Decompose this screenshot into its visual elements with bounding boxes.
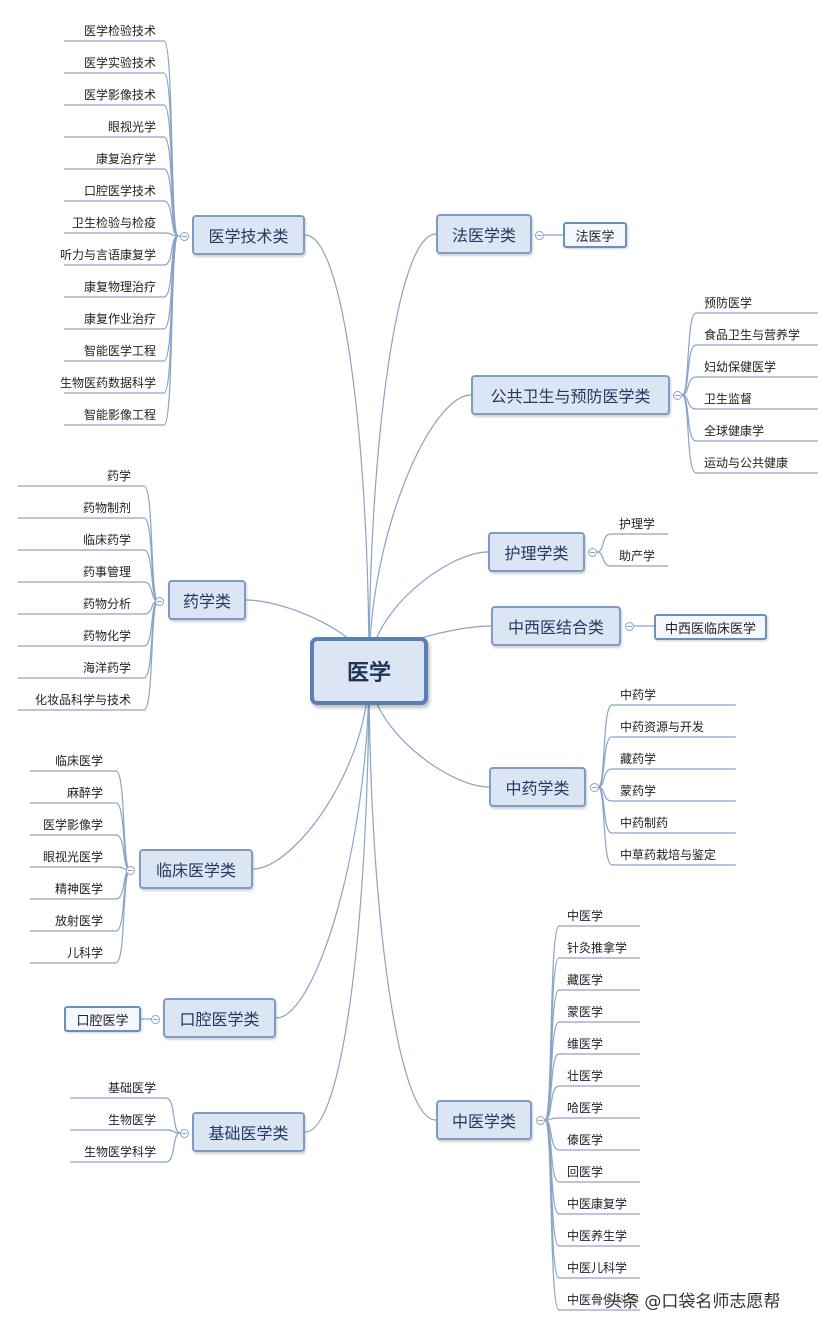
leaf-chinese-medicine[interactable]: 中医学 [567, 909, 604, 923]
leaf-medicinal-chemistry[interactable]: 药物化学 [82, 629, 131, 643]
leaf-dai-medicine[interactable]: 傣医学 [567, 1133, 604, 1147]
leaf-acupuncture-tuina[interactable]: 针灸推拿学 [567, 941, 628, 955]
collapse-toggle-icon[interactable] [625, 622, 634, 631]
leaf-midwifery[interactable]: 助产学 [619, 549, 656, 563]
leaf-intelligent-imaging-engineering[interactable]: 智能影像工程 [83, 408, 156, 422]
category-node-medical-technology[interactable]: 医学技术类 [192, 215, 305, 255]
leaf-food-hygiene-nutrition[interactable]: 食品卫生与营养学 [704, 328, 801, 342]
leaf-tcm-rehabilitation[interactable]: 中医康复学 [567, 1197, 628, 1211]
leaf-intelligent-medical-engineering[interactable]: 智能医学工程 [83, 344, 156, 358]
collapse-toggle-icon[interactable] [536, 1116, 545, 1125]
leaf-tcm-orthopedics[interactable]: 中医骨伤科学 [567, 1293, 640, 1307]
category-node-integrated-medicine[interactable]: 中西医结合类 [491, 606, 621, 646]
category-node-chinese-pharmacy[interactable]: 中药学类 [489, 767, 586, 807]
leaf-zhuang-medicine[interactable]: 壮医学 [567, 1069, 604, 1083]
leaf-tibetan-pharmacy[interactable]: 藏药学 [620, 752, 657, 766]
leaf-audiology-speech[interactable]: 听力与言语康复学 [59, 248, 156, 262]
leaf-uyghur-medicine[interactable]: 维医学 [567, 1037, 604, 1051]
collapse-toggle-icon[interactable] [588, 548, 597, 557]
category-node-public-health[interactable]: 公共卫生与预防医学类 [471, 375, 670, 415]
leaf-maternal-child-health[interactable]: 妇幼保健医学 [704, 360, 777, 374]
leaf-mongolian-pharmacy[interactable]: 蒙药学 [620, 784, 657, 798]
leaf-chinese-pharmacy[interactable]: 中药学 [620, 688, 657, 702]
collapse-toggle-icon[interactable] [590, 783, 599, 792]
leaf-clinical-pharmacy[interactable]: 临床药学 [82, 533, 131, 547]
category-node-clinical-medicine[interactable]: 临床医学类 [139, 849, 253, 889]
leaf-biomedical-data-science[interactable]: 生物医药数据科学 [59, 376, 156, 390]
leaf-clinical-medicine[interactable]: 临床医学 [54, 754, 103, 768]
leaf-tcm-resources[interactable]: 中药资源与开发 [620, 720, 705, 734]
leaf-nursing[interactable]: 护理学 [619, 517, 656, 531]
leaf-medical-experiment-technology[interactable]: 医学实验技术 [83, 56, 156, 70]
leaf-cosmetics-science[interactable]: 化妆品科学与技术 [34, 693, 131, 707]
leaf-preventive-medicine[interactable]: 预防医学 [704, 296, 753, 310]
leaf-box-forensic-medicine[interactable]: 法医学 [563, 222, 627, 248]
leaf-pediatrics[interactable]: 儿科学 [66, 946, 103, 960]
leaf-radiation-medicine[interactable]: 放射医学 [54, 914, 103, 928]
leaf-tcm-pediatrics[interactable]: 中医儿科学 [567, 1261, 628, 1275]
leaf-rehabilitation-therapy[interactable]: 康复治疗学 [95, 152, 156, 166]
leaf-medical-lab-technology[interactable]: 医学检验技术 [83, 24, 156, 38]
leaf-psychiatry[interactable]: 精神医学 [54, 882, 103, 896]
leaf-anesthesiology[interactable]: 麻醉学 [66, 786, 103, 800]
watermark: 头条 @口袋名师志愿帮 [605, 1292, 781, 1312]
leaf-biomedical-science[interactable]: 生物医学科学 [83, 1145, 156, 1159]
leaf-pharmacy-administration[interactable]: 药事管理 [82, 565, 131, 579]
leaf-kazakh-medicine[interactable]: 哈医学 [567, 1101, 604, 1115]
leaf-biomedicine[interactable]: 生物医学 [107, 1113, 156, 1127]
category-node-basic-medicine[interactable]: 基础医学类 [192, 1112, 305, 1152]
leaf-pharmacy[interactable]: 药学 [106, 469, 131, 483]
leaf-tibetan-medicine[interactable]: 藏医学 [567, 973, 604, 987]
leaf-optometry[interactable]: 眼视光学 [107, 120, 156, 134]
leaf-box-integrated-clinical[interactable]: 中西医临床医学 [654, 614, 767, 640]
leaf-hui-medicine[interactable]: 回医学 [567, 1165, 604, 1179]
leaf-mongolian-medicine[interactable]: 蒙医学 [567, 1005, 604, 1019]
leaf-health-supervision[interactable]: 卫生监督 [704, 392, 753, 406]
category-node-forensic-medicine[interactable]: 法医学类 [436, 214, 532, 254]
collapse-toggle-icon[interactable] [180, 232, 189, 241]
leaf-global-health[interactable]: 全球健康学 [704, 424, 765, 438]
category-node-stomatology[interactable]: 口腔医学类 [163, 998, 276, 1038]
leaf-tcm-health-preservation[interactable]: 中医养生学 [567, 1229, 628, 1243]
leaf-pharmaceutics[interactable]: 药物制剂 [82, 501, 131, 515]
leaf-basic-medicine[interactable]: 基础医学 [107, 1081, 156, 1095]
leaf-medical-imaging-technology[interactable]: 医学影像技术 [83, 88, 156, 102]
leaf-physical-therapy[interactable]: 康复物理治疗 [83, 280, 156, 294]
leaf-health-inspection-quarantine[interactable]: 卫生检验与检疫 [71, 216, 156, 230]
category-node-nursing[interactable]: 护理学类 [488, 532, 585, 572]
leaf-box-stomatology[interactable]: 口腔医学 [64, 1006, 141, 1032]
category-node-pharmacy[interactable]: 药学类 [168, 580, 246, 620]
collapse-toggle-icon[interactable] [673, 391, 682, 400]
category-node-chinese-medicine[interactable]: 中医学类 [436, 1100, 532, 1140]
leaf-oral-medical-technology[interactable]: 口腔医学技术 [83, 184, 156, 198]
leaf-occupational-therapy[interactable]: 康复作业治疗 [83, 312, 156, 326]
collapse-toggle-icon[interactable] [151, 1015, 160, 1024]
leaf-pharmaceutical-analysis[interactable]: 药物分析 [82, 597, 131, 611]
leaf-herb-cultivation[interactable]: 中草药栽培与鉴定 [620, 848, 717, 862]
leaf-sports-public-health[interactable]: 运动与公共健康 [704, 456, 789, 470]
collapse-toggle-icon[interactable] [180, 1129, 189, 1138]
center-node[interactable]: 医学 [310, 637, 428, 705]
collapse-toggle-icon[interactable] [535, 231, 544, 240]
collapse-toggle-icon[interactable] [126, 866, 135, 875]
collapse-toggle-icon[interactable] [155, 597, 164, 606]
leaf-tcm-pharmaceutics[interactable]: 中药制药 [620, 816, 669, 830]
leaf-ophthalmology-optometry[interactable]: 眼视光医学 [42, 850, 103, 864]
leaf-medical-imaging[interactable]: 医学影像学 [42, 818, 103, 832]
leaf-marine-pharmacy[interactable]: 海洋药学 [82, 661, 131, 675]
